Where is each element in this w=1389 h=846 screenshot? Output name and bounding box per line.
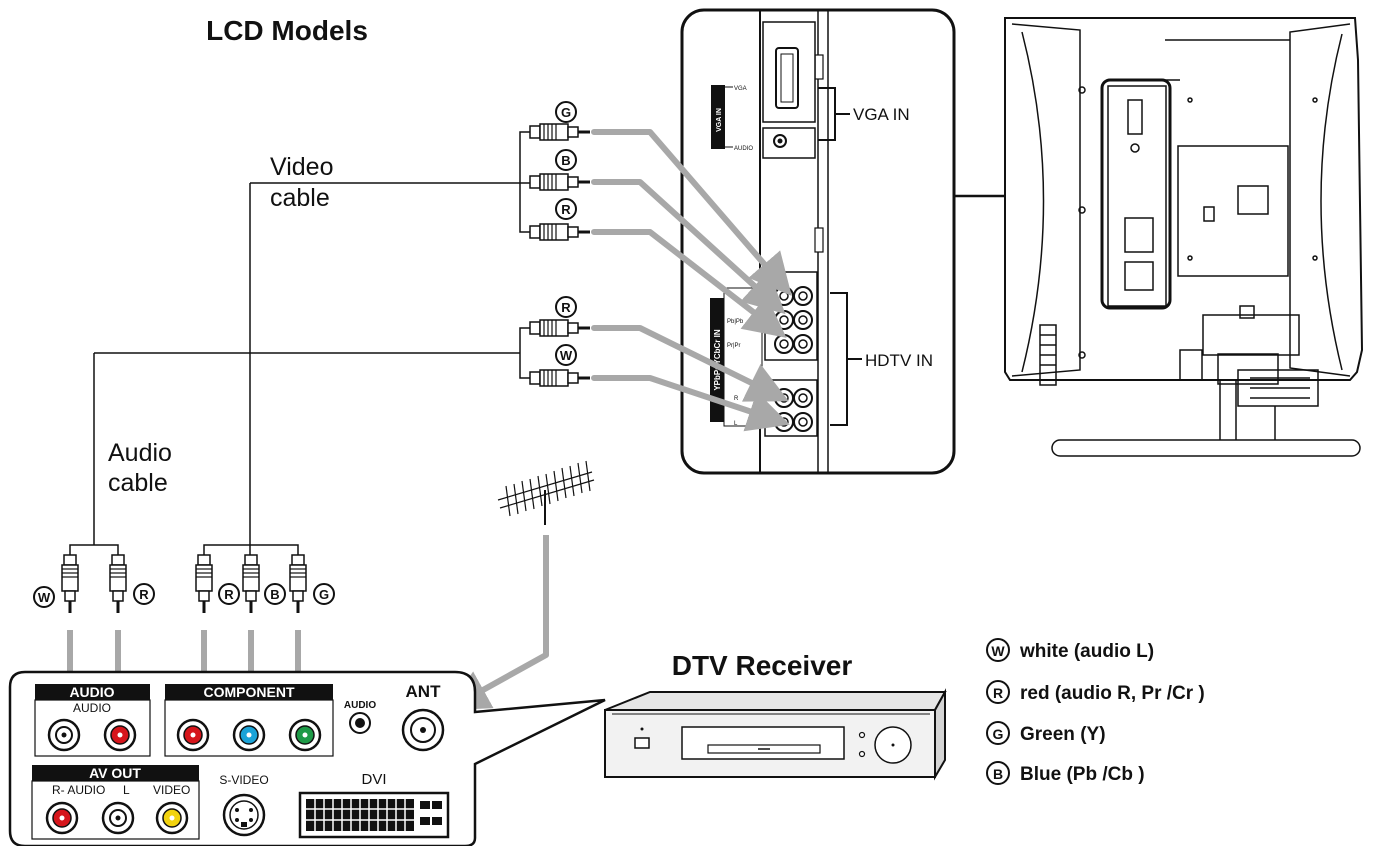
jack-component-blue	[232, 718, 266, 752]
dtv-receiver-illustration	[604, 688, 947, 781]
svg-text:W: W	[560, 348, 573, 363]
hdtv-jack-pr	[774, 334, 794, 354]
svg-text:G: G	[993, 726, 1004, 742]
video-cable	[249, 122, 592, 555]
hdtv-jack-audio-r	[774, 388, 794, 408]
dvi-label: DVI	[361, 771, 386, 788]
r-port-label: R	[734, 396, 739, 402]
signal-arrows-to-tv	[591, 129, 792, 432]
legend-item-white: W white (audio L)	[986, 638, 1154, 662]
jack-component-red	[176, 718, 210, 752]
av-out-l-label: L	[123, 783, 130, 797]
pr-port-label: Pr|Pr	[727, 343, 741, 349]
av-out-r-audio-label: R- AUDIO	[52, 783, 105, 797]
plug-letter-r-video: R	[555, 198, 577, 220]
legend-item-red: R red (audio R, Pr /Cr )	[986, 680, 1205, 704]
hdtv-jack-audio-l	[774, 412, 794, 432]
source-plug-letters: W R R B G	[33, 583, 335, 608]
antenna-arrow	[446, 535, 549, 711]
jack-av-white	[101, 801, 135, 835]
plug-letter-w-audio: W	[555, 344, 577, 366]
ypbpr-strip	[710, 298, 724, 422]
av-out-video-label: VIDEO	[153, 783, 190, 797]
audio-port-label: AUDIO	[734, 146, 753, 152]
hdtv-jack-y	[774, 286, 794, 306]
s-video-label: S-VIDEO	[219, 773, 268, 787]
svg-text:B: B	[561, 153, 570, 168]
tv-input-panel: VGA IN VGA AUDIO VGA IN YPbPr/YCbCr IN Y…	[680, 8, 956, 475]
audio-sub-label: AUDIO	[73, 701, 111, 715]
source-letter-w: W	[38, 590, 51, 605]
jack-av-yellow	[155, 801, 189, 835]
svg-text:Green (Y): Green (Y)	[1020, 724, 1106, 745]
svg-text:R: R	[993, 685, 1003, 701]
component-group-header	[165, 684, 333, 700]
color-legend: W white (audio L) R red (audio R, Pr /Cr…	[986, 638, 1205, 785]
ant-label: ANT	[406, 682, 442, 701]
audio-group-label: AUDIO	[69, 684, 114, 700]
l-port-label: L	[734, 421, 738, 427]
ant-jack	[401, 708, 445, 752]
dtv-receiver-label: DTV Receiver	[672, 650, 853, 681]
audio-cable-label-2: cable	[108, 469, 168, 497]
source-letter-r: R	[224, 587, 234, 602]
source-letter-g: G	[319, 587, 329, 602]
diagram-title: LCD Models	[206, 15, 368, 46]
svg-text:red (audio R, Pr /Cr ): red (audio R, Pr /Cr )	[1020, 683, 1205, 704]
plug-red-source-audio	[108, 553, 128, 615]
plug-green-source-y	[288, 553, 308, 615]
jack-av-red	[45, 801, 79, 835]
svg-text:R: R	[561, 202, 571, 217]
source-letter-r-audio: R	[139, 587, 149, 602]
hdtv-jack-pb	[774, 310, 794, 330]
lcd-tv-rear	[1004, 17, 1364, 457]
antenna-icon	[497, 460, 595, 525]
svg-text:B: B	[993, 766, 1003, 782]
legend-item-green: G Green (Y)	[986, 721, 1106, 745]
plug-white-source	[60, 553, 80, 615]
vga-in-callout: VGA IN	[853, 105, 910, 124]
audio-jack-label: AUDIO	[344, 700, 376, 711]
plug-letter-b: B	[555, 149, 577, 171]
svg-text:G: G	[561, 105, 571, 120]
svg-text:R: R	[561, 300, 571, 315]
audio-cable	[93, 318, 592, 540]
pb-port-label: Pb|Pb	[727, 319, 744, 325]
component-group-label: COMPONENT	[204, 684, 295, 700]
plug-blue-pb	[528, 172, 592, 192]
vga-port-label: VGA	[734, 86, 747, 92]
plug-red-pr	[528, 222, 592, 242]
plug-red-source-pr	[194, 553, 214, 615]
plug-letter-r-audio: R	[555, 296, 577, 318]
source-plugs	[60, 540, 308, 615]
svg-text:white (audio L): white (audio L)	[1019, 641, 1154, 662]
jack-audio-white	[47, 718, 81, 752]
hdtv-in-callout: HDTV IN	[865, 351, 933, 370]
plug-green-y	[528, 122, 592, 142]
vga-in-strip-label: VGA IN	[716, 108, 723, 132]
plug-blue-source-pb	[241, 553, 261, 615]
audio-group-header	[35, 684, 150, 700]
ypbpr-strip-label: YPbPr/YCbCr IN	[713, 329, 722, 391]
plug-red-audio-r	[528, 318, 592, 338]
video-cable-label-2: cable	[270, 184, 330, 212]
jack-component-green	[288, 718, 322, 752]
svg-text:Blue (Pb /Cb ): Blue (Pb /Cb )	[1020, 764, 1145, 785]
source-back-panel: AUDIO AUDIO COMPONENT	[8, 670, 606, 846]
s-video-jack	[222, 793, 266, 837]
plug-letter-g: G	[555, 101, 577, 123]
av-out-label: AV OUT	[89, 765, 141, 781]
plug-white-audio-l	[528, 368, 592, 388]
av-out-header	[32, 765, 199, 781]
video-cable-label-1: Video	[270, 153, 334, 181]
audio-cable-label-1: Audio	[108, 439, 172, 467]
vga-in-strip	[711, 85, 725, 149]
jack-audio-red	[103, 718, 137, 752]
source-letter-b: B	[270, 587, 279, 602]
legend-item-blue: B Blue (Pb /Cb )	[986, 761, 1145, 785]
svg-text:W: W	[991, 643, 1005, 659]
